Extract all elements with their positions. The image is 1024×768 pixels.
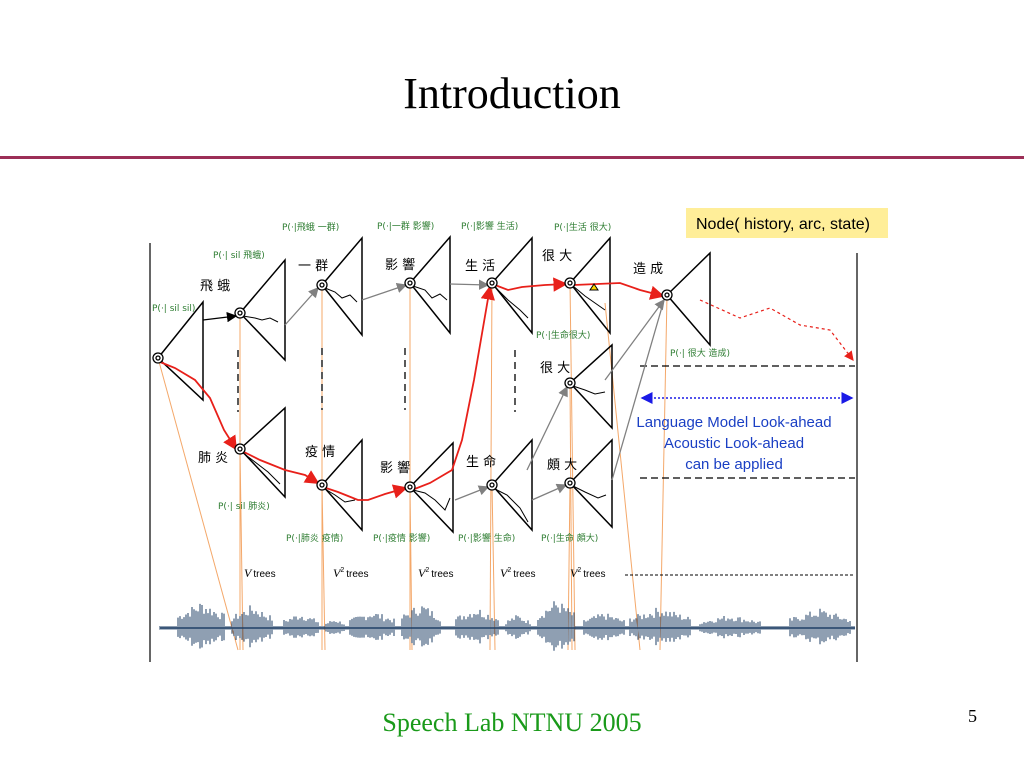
tree-yingxiang-top (409, 234, 451, 336)
tree-root-nodes (152, 277, 673, 493)
prob-label-feiyan-yiqing: P(‧|肺炎 疫情) (286, 532, 343, 544)
word-label-henda-top: 很 大 (542, 249, 572, 264)
tree-yiqing (320, 438, 363, 532)
lookahead-line-3: can be applied (685, 456, 783, 473)
page-number: 5 (968, 706, 977, 726)
prob-label-sil-feiyan: P(‧| sil 肺炎) (218, 501, 270, 512)
node-definition-box (686, 208, 888, 238)
tree-yingxiang-bot (408, 441, 454, 534)
tree-henda-mid (568, 343, 613, 430)
prob-label-yingxiang-shengming: P(‧|影響 生命) (458, 532, 515, 544)
tree-root (156, 299, 204, 402)
word-label-shenghuo: 生 活 (465, 259, 495, 274)
slide-footer: Speech Lab NTNU 2005 (382, 708, 642, 737)
title-divider (0, 156, 1024, 159)
prob-label-sil-sil: P(‧| sil sil) (152, 304, 195, 314)
word-label-zaocheng: 造 成 (633, 262, 663, 277)
word-label-feiyan: 肺 炎 (198, 451, 228, 466)
prob-label-henda-zaocheng: P(‧| 很大 造成) (670, 347, 730, 359)
dashed-separators (237, 348, 516, 412)
gray-transitions (202, 279, 665, 501)
tree-feiyan (238, 406, 286, 499)
tree-zaocheng (665, 251, 711, 348)
tree-shengming (490, 438, 533, 532)
tree-henda-top (569, 236, 611, 336)
intra-tree-traces (242, 285, 607, 523)
prob-label-yiqing-yingxiang: P(‧|疫情 影響) (373, 532, 430, 544)
current-node-marker (589, 283, 599, 291)
lookahead-line-1: Language Model Look-ahead (636, 414, 831, 431)
prob-label-yiqun-yingxiang: P(‧|一群 影響) (377, 220, 434, 232)
tree-feie (238, 257, 286, 362)
lookahead-line-2: Acoustic Look-ahead (664, 435, 804, 452)
prob-label-shenghuo-henda: P(‧|生活 很大) (554, 221, 611, 233)
slide-title: Introduction (403, 69, 621, 118)
word-label-yingxiang-bot: 影 響 (380, 460, 410, 476)
word-label-yiqing: 疫 情 (305, 444, 335, 460)
node-definition-text: Node( history, arc, state) (696, 216, 870, 233)
tree-poda (568, 438, 613, 529)
speech-waveform (159, 601, 855, 651)
word-label-poda: 頗 大 (547, 458, 577, 473)
right-dashed-lines (640, 365, 855, 479)
word-label-yingxiang-top: 影 響 (385, 257, 415, 273)
prob-label-shengming-henda: P(‧|生命很大) (536, 329, 590, 341)
word-label-henda-mid: 很 大 (540, 361, 570, 376)
time-alignment-lines (157, 282, 668, 651)
prob-label-sil-feie: P(‧| sil 飛蛾) (213, 249, 265, 261)
prob-label-feie-yiqun: P(‧|飛蛾 一群) (282, 221, 339, 233)
best-path (159, 277, 665, 501)
word-label-yiqun: 一 群 (298, 259, 328, 274)
word-label-feie: 飛 蛾 (200, 279, 230, 294)
lookahead-dotted-path (699, 299, 854, 361)
lexical-trees (156, 234, 711, 534)
prob-label-shengming-poda: P(‧|生命 頗大) (541, 532, 598, 544)
tree-yiqun (321, 235, 363, 338)
word-label-shengming: 生 命 (466, 454, 496, 470)
prob-label-yingxiang-shenghuo: P(‧|影響 生活) (461, 220, 518, 232)
